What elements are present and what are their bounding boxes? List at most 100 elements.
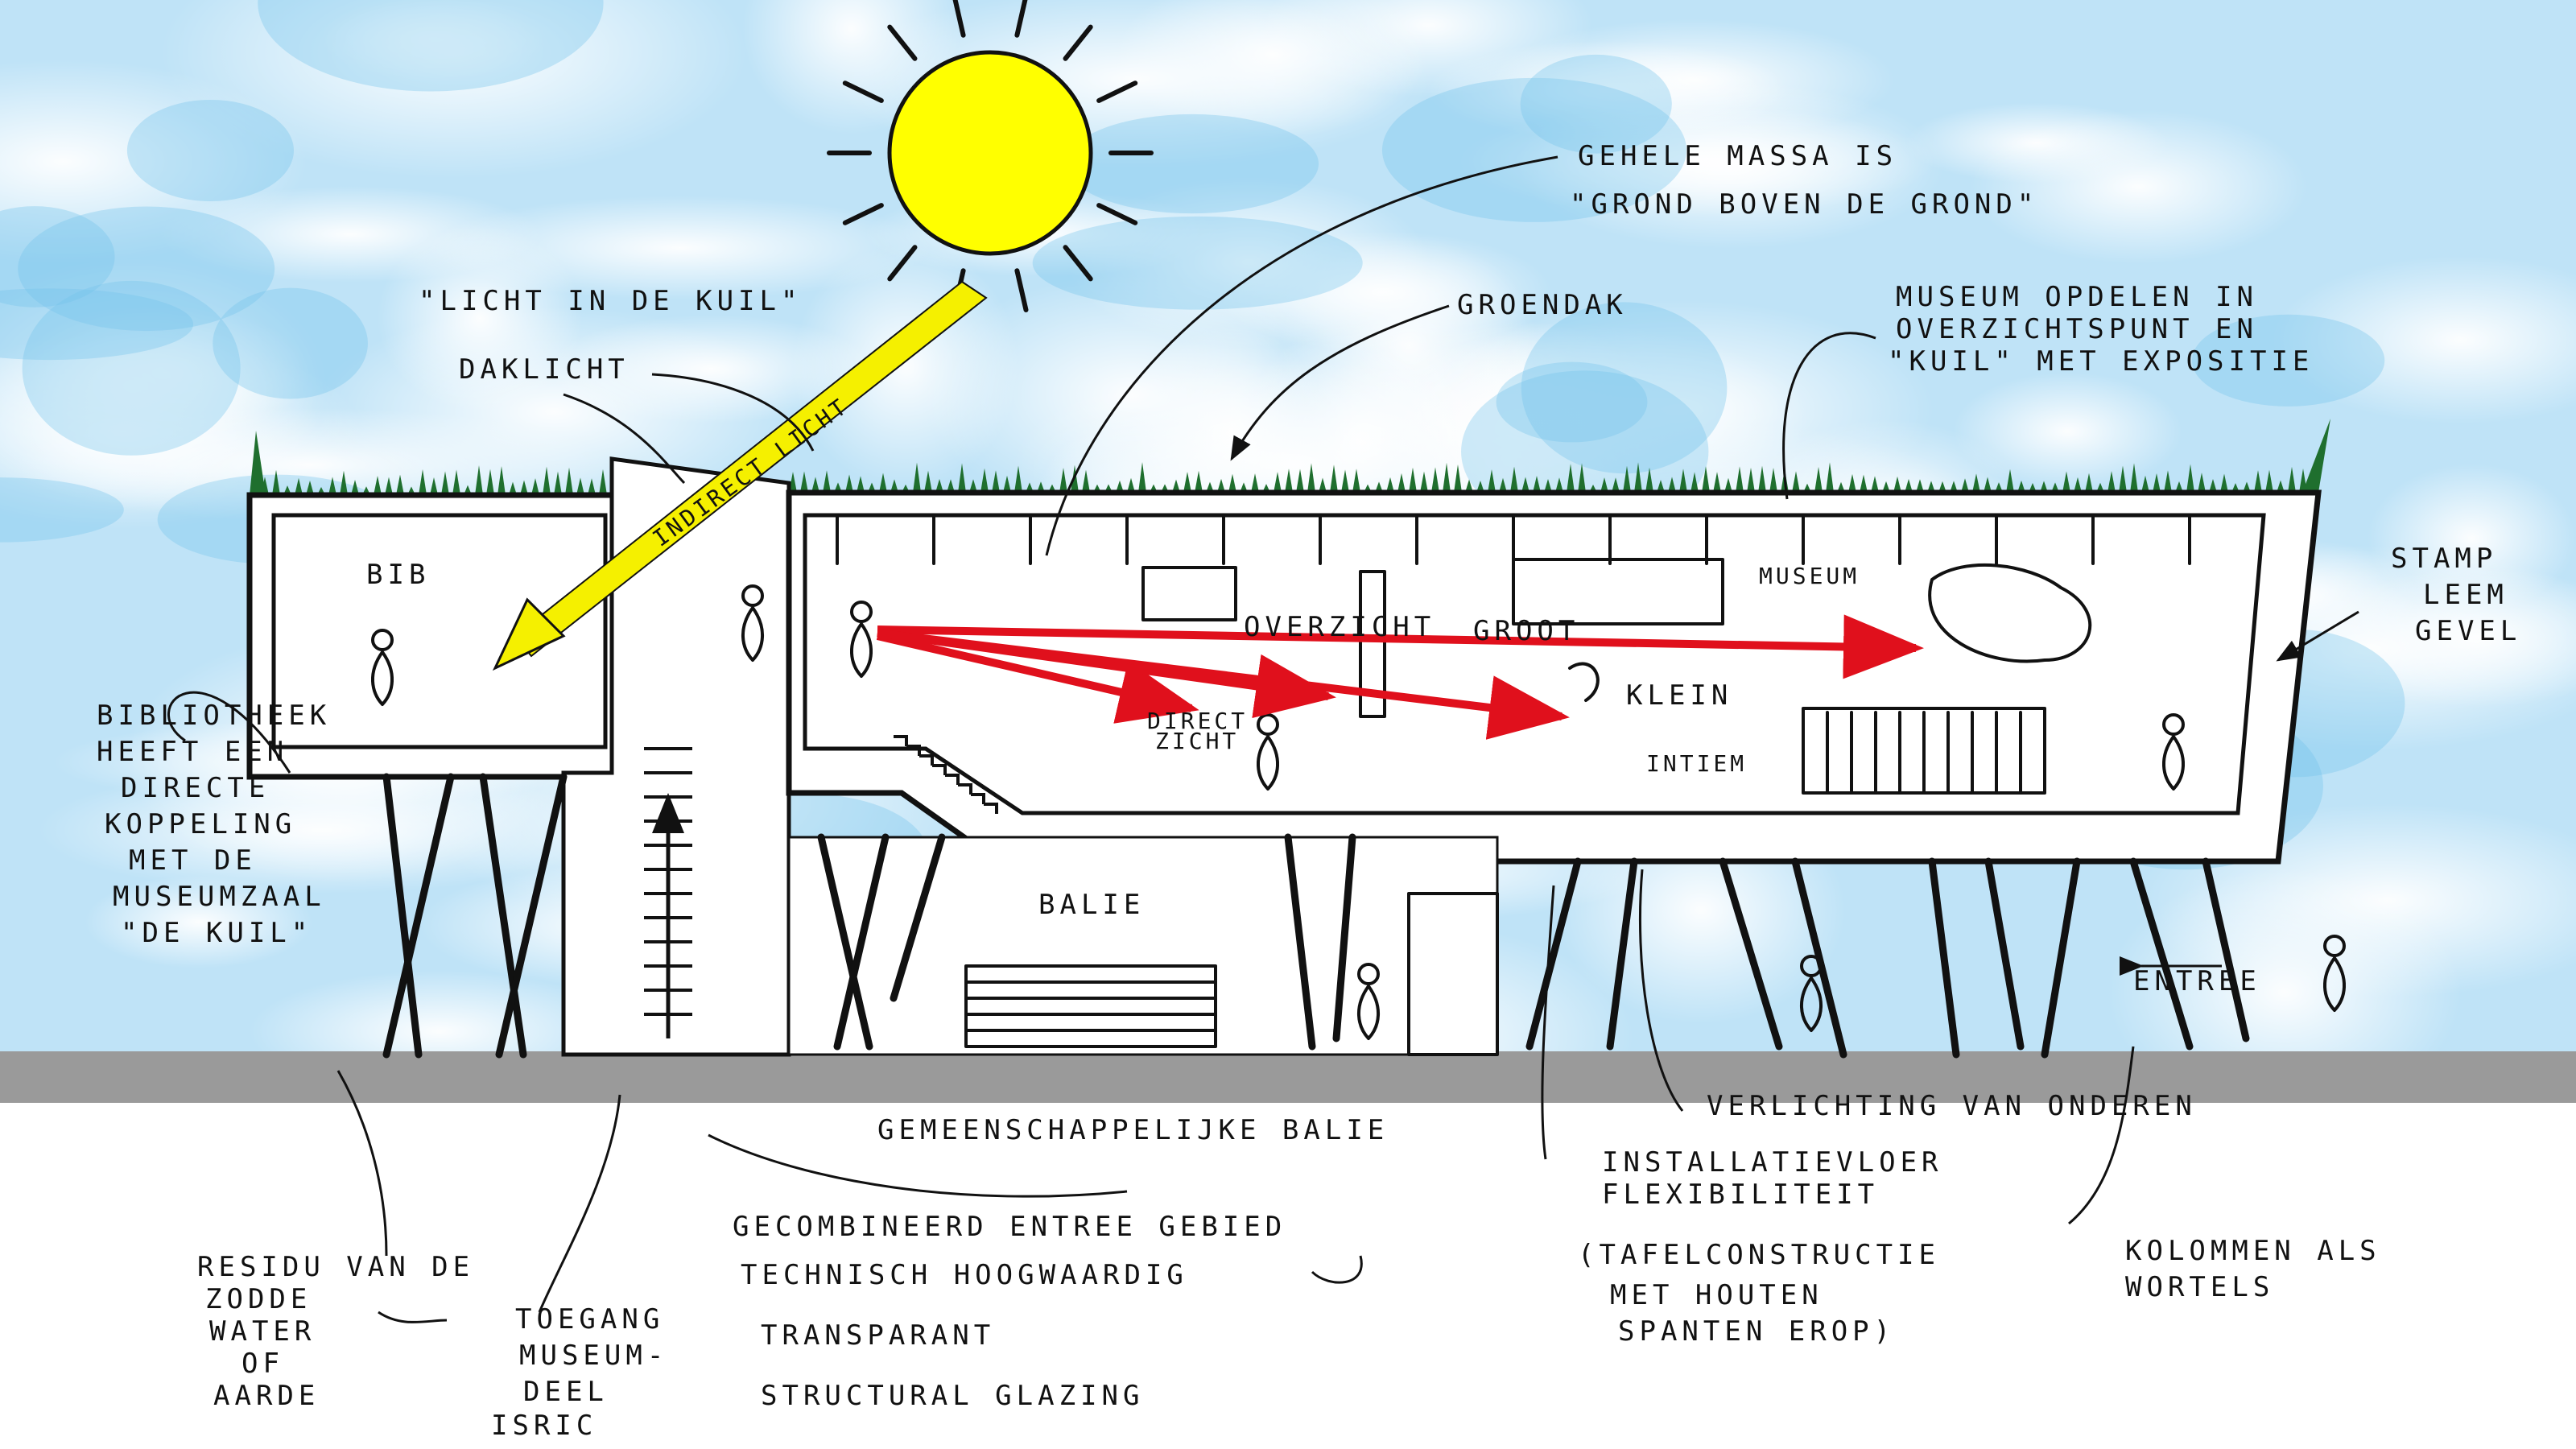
label-tafel-3: SPANTEN EROP)	[1618, 1315, 1895, 1348]
grass-blade	[1476, 481, 1484, 493]
label-residu-3: WATER	[209, 1315, 316, 1348]
cloud	[160, 0, 747, 179]
grass-blade	[1138, 462, 1146, 493]
label-intiem: INTIEM	[1646, 750, 1747, 777]
label-direct: DIRECT	[1147, 708, 1248, 734]
grass-blade	[1814, 466, 1823, 493]
grass-blade	[1623, 465, 1631, 493]
label-installatievloer: INSTALLATIEVLOER	[1602, 1146, 1943, 1179]
label-gehele-massa: GEHELE MASSA IS	[1578, 140, 1897, 172]
label-toegang-1: TOEGANG	[515, 1303, 664, 1335]
column	[1984, 857, 2025, 1051]
column	[495, 773, 568, 1059]
grass-blade	[857, 476, 865, 493]
sun-ray	[842, 203, 884, 225]
grass-blade	[2265, 469, 2273, 493]
cloud-shade	[258, 0, 604, 92]
sun-ray	[1063, 245, 1093, 282]
grass-blade	[1769, 468, 1777, 493]
sun-ray	[952, 0, 966, 38]
grass-blade	[2074, 477, 2082, 493]
sun-ray	[1096, 80, 1138, 103]
label-bib-koppeling-1: BIBLIOTHEEK	[97, 700, 331, 732]
grass-blade	[306, 481, 314, 495]
grass-blade	[811, 477, 819, 493]
entrance-hall	[787, 836, 1499, 1056]
cloud-shade	[0, 477, 124, 543]
grass-blade	[396, 474, 404, 495]
label-residu-5: AARDE	[213, 1380, 320, 1412]
label-bib-koppeling-3: DIRECTE	[121, 772, 270, 804]
grass-blade	[1409, 467, 1417, 493]
person-figure	[370, 629, 394, 706]
grass-blade	[475, 464, 483, 495]
grass-blade	[1251, 473, 1259, 493]
grass-blade	[1003, 475, 1011, 493]
grass-blade	[2186, 464, 2194, 493]
grass-blade	[1713, 472, 1721, 493]
label-museum-opdelen-1: MUSEUM OPDELEN IN	[1896, 281, 2258, 313]
grass-blade	[2153, 473, 2161, 493]
grass-blade	[1612, 477, 1620, 493]
grass-blade	[1521, 477, 1530, 493]
cloud	[377, 225, 583, 412]
green-roof-grass	[250, 419, 2330, 495]
cloud	[0, 60, 308, 264]
grass-blade	[588, 478, 596, 495]
cloud-shade	[126, 99, 294, 202]
grass-blade	[2302, 419, 2330, 493]
grass-blade	[2017, 481, 2025, 493]
grass-blade	[1668, 477, 1676, 493]
person-figure	[2161, 713, 2186, 791]
grass-blade	[1736, 466, 1744, 493]
sun-ray	[1014, 268, 1029, 312]
cloud	[85, 875, 313, 968]
grass-blade	[497, 465, 506, 495]
column	[479, 773, 527, 1059]
grass-blade	[1127, 477, 1135, 493]
grass-blade	[2141, 475, 2149, 493]
grass-blade	[452, 469, 460, 495]
grass-blade	[2040, 481, 2048, 493]
label-gevel: GEVEL	[2415, 615, 2521, 647]
cloud	[2272, 255, 2576, 424]
grass-blade	[1510, 466, 1518, 493]
column	[1928, 857, 1960, 1059]
grass-blade	[1950, 481, 1958, 493]
label-gemeenschappelijke-balie: GEMEENSCHAPPELIJKE BALIE	[877, 1114, 1389, 1146]
grass-blade	[250, 431, 266, 495]
label-museum: MUSEUM	[1759, 563, 1860, 589]
grass-blade	[599, 469, 607, 495]
label-gecombineerd-1: GECOMBINEERD ENTREE GEBIED	[733, 1211, 1286, 1243]
grass-blade	[1690, 472, 1699, 493]
grass-blade	[1984, 477, 1992, 493]
sightline-arrow	[877, 614, 1924, 679]
sun-ray	[1014, 0, 1028, 38]
grass-blade	[2198, 473, 2206, 493]
grass-blade	[1634, 462, 1642, 493]
label-licht-kuil: "LICHT IN DE KUIL"	[419, 285, 802, 317]
stair-step	[894, 735, 908, 746]
stair-step	[971, 793, 985, 804]
person-figure	[1799, 955, 1823, 1032]
person-figure	[741, 584, 765, 662]
label-bib-koppeling-4: KOPPELING	[105, 808, 296, 840]
grass-blade	[1397, 473, 1406, 493]
label-toegang-3: DEEL	[523, 1376, 609, 1408]
grass-blade	[1826, 462, 1834, 493]
person-figure	[2322, 935, 2347, 1012]
grass-blade	[543, 466, 551, 495]
column	[833, 833, 890, 1051]
grass-blade	[328, 477, 336, 495]
grass-blade	[295, 477, 303, 495]
stair-step	[932, 764, 947, 775]
library-volume	[246, 492, 633, 780]
grass-blade	[1217, 478, 1225, 493]
cloud	[320, 0, 548, 81]
grass-blade	[1578, 463, 1586, 493]
grass-blade	[992, 470, 1000, 493]
leader-lines	[167, 155, 2359, 1323]
sightline-arrow	[876, 632, 1199, 724]
grass-blade	[1679, 469, 1687, 493]
sun-ray	[842, 80, 884, 103]
